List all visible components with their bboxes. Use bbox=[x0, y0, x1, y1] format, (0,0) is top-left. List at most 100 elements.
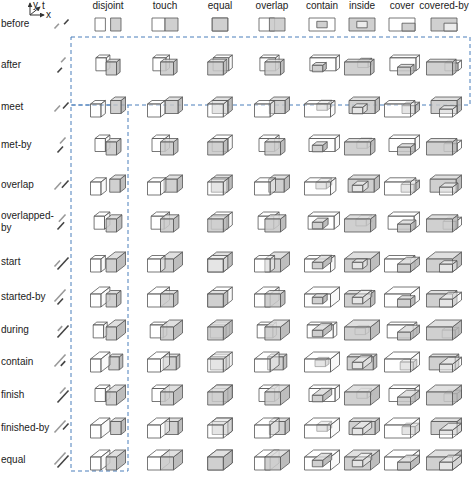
box-face bbox=[440, 264, 453, 272]
relation-cell bbox=[208, 352, 233, 372]
box-face bbox=[317, 21, 327, 28]
box-face bbox=[440, 430, 453, 438]
box-face bbox=[398, 147, 411, 155]
box-face bbox=[440, 187, 453, 195]
relation-cell bbox=[349, 97, 380, 114]
box-face bbox=[388, 212, 419, 216]
box-face bbox=[352, 362, 362, 369]
box-face bbox=[305, 359, 331, 372]
box-face bbox=[431, 97, 462, 101]
relation-cell bbox=[148, 352, 180, 372]
box-face bbox=[148, 352, 170, 359]
box-face bbox=[427, 219, 453, 232]
box-face bbox=[349, 97, 380, 101]
axis-label: y bbox=[33, 0, 38, 11]
box-face bbox=[95, 135, 110, 139]
box-face bbox=[161, 219, 174, 232]
box-face bbox=[106, 392, 116, 405]
box-face bbox=[208, 352, 233, 359]
relation-cell bbox=[349, 418, 380, 435]
box-face bbox=[148, 259, 161, 272]
box-face bbox=[345, 252, 380, 259]
box-face bbox=[165, 101, 178, 114]
box-face bbox=[91, 418, 110, 425]
box-face bbox=[152, 135, 170, 139]
box-face bbox=[148, 182, 161, 195]
y-axis bbox=[30, 3, 31, 15]
box-face bbox=[148, 104, 161, 117]
box-face bbox=[352, 262, 362, 269]
column-header: touch bbox=[153, 0, 177, 12]
interval-line bbox=[55, 106, 61, 112]
relation-cell bbox=[345, 138, 376, 155]
interval-line bbox=[58, 326, 62, 331]
interval-line bbox=[58, 391, 69, 403]
box-face bbox=[305, 425, 331, 438]
column-header: cover bbox=[390, 0, 414, 12]
box-face bbox=[255, 259, 271, 272]
box-face bbox=[440, 261, 458, 265]
relation-cell bbox=[310, 55, 340, 72]
interval-line bbox=[58, 299, 64, 305]
box-face bbox=[265, 385, 290, 392]
box-face bbox=[106, 252, 125, 259]
box-face bbox=[265, 294, 281, 307]
box-face bbox=[312, 395, 322, 402]
box-face bbox=[385, 104, 411, 117]
box-face bbox=[111, 18, 121, 31]
column-header: covered-by bbox=[419, 0, 468, 12]
box-face bbox=[398, 220, 416, 224]
box-face bbox=[312, 323, 331, 330]
relation-cell bbox=[95, 18, 121, 31]
box-face bbox=[91, 178, 107, 182]
box-face bbox=[255, 359, 271, 372]
box-face bbox=[148, 359, 161, 372]
box-face bbox=[352, 290, 371, 297]
box-face bbox=[440, 106, 458, 110]
relation-cell bbox=[208, 450, 233, 470]
box-face bbox=[91, 104, 101, 117]
relation-cell bbox=[151, 212, 179, 232]
interval-line bbox=[55, 290, 66, 302]
box-face bbox=[345, 219, 371, 232]
box-face bbox=[348, 175, 379, 179]
box-face bbox=[265, 139, 285, 143]
box-face bbox=[312, 145, 322, 152]
relation-cell bbox=[307, 322, 337, 338]
box-face bbox=[208, 62, 224, 75]
relation-cell bbox=[389, 385, 420, 405]
relation-cell bbox=[257, 320, 289, 340]
relation-cell bbox=[345, 320, 380, 340]
box-face bbox=[427, 142, 453, 155]
interval-line bbox=[55, 261, 61, 267]
box-face bbox=[309, 18, 335, 31]
box-face bbox=[312, 218, 328, 222]
box-face bbox=[440, 183, 458, 187]
box-face bbox=[390, 55, 420, 58]
relation-cell bbox=[255, 252, 290, 272]
box-face bbox=[161, 327, 174, 340]
box-face bbox=[161, 62, 174, 75]
row-label: overlap bbox=[1, 179, 55, 191]
box-face bbox=[208, 450, 233, 457]
relation-cell bbox=[148, 450, 183, 470]
row-label: finished-by bbox=[1, 422, 55, 434]
box-face bbox=[260, 55, 279, 58]
box-face bbox=[312, 453, 331, 460]
relation-cell bbox=[91, 252, 126, 272]
box-face bbox=[91, 457, 101, 470]
relation-cell bbox=[208, 135, 233, 155]
relation-cell bbox=[305, 255, 336, 272]
box-face bbox=[91, 259, 101, 272]
interval-line bbox=[62, 181, 69, 188]
box-face bbox=[165, 97, 183, 101]
box-face bbox=[208, 457, 224, 470]
box-face bbox=[398, 390, 420, 397]
box-face bbox=[312, 297, 322, 304]
relation-cell bbox=[347, 354, 377, 370]
box-face bbox=[111, 101, 121, 114]
box-face bbox=[312, 63, 326, 66]
box-face bbox=[352, 185, 362, 192]
box-face bbox=[427, 62, 453, 75]
